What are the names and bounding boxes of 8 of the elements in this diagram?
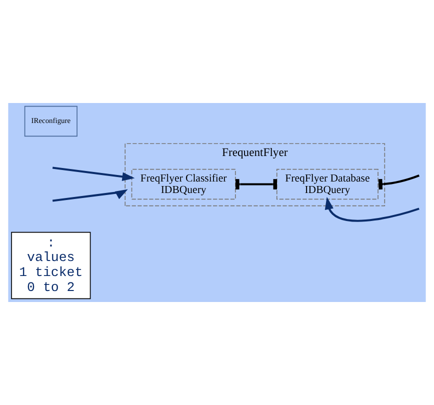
arrow	[324, 196, 420, 222]
node-box: IReconfigure	[24, 106, 78, 137]
node-box: FreqFlyer Classifier IDBQuery	[131, 168, 236, 200]
node-box: : values 1 ticket 0 to 2	[11, 232, 91, 300]
connector	[383, 174, 420, 186]
arrow	[52, 166, 135, 181]
arrow	[52, 189, 128, 202]
node-box: FreqFlyer Database IDBQuery	[276, 168, 378, 200]
